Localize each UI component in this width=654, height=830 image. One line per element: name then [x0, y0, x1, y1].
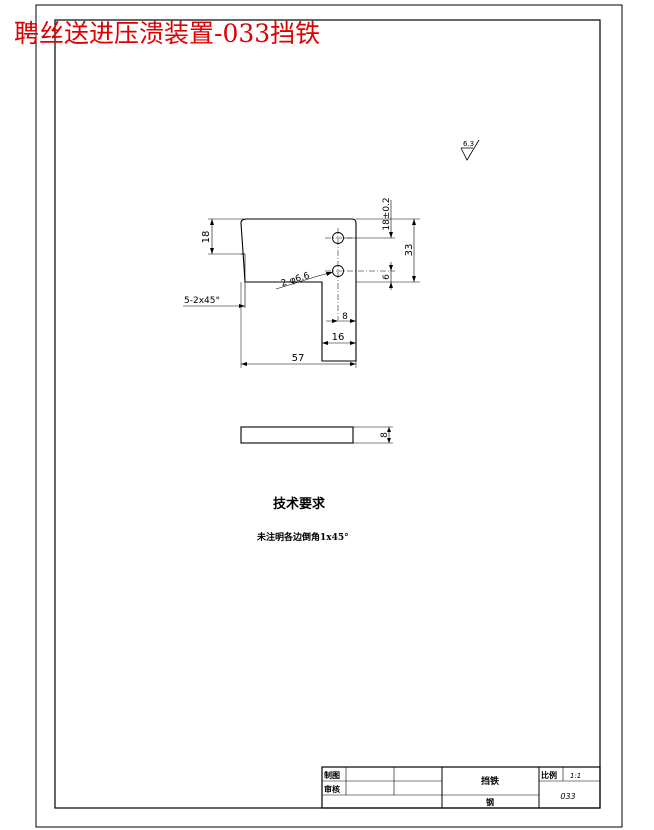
dim-hole-y-18: 18±0.2: [382, 197, 392, 230]
side-part-outline: [240, 426, 354, 444]
title-drawn-label: 制图: [324, 770, 340, 780]
title-scale-value: 1:1: [570, 772, 581, 780]
roughness-symbol: 6.3: [460, 139, 480, 161]
title-checked-label: 审核: [324, 784, 340, 794]
tech-req-note: 未注明各边倒角1x45°: [256, 531, 349, 543]
title-part-name: 挡铁: [481, 775, 499, 787]
dim-hole-edge-8: 8: [342, 312, 348, 322]
title-drawing-number: 033: [560, 792, 575, 801]
roughness-value: 6.3: [463, 140, 474, 148]
title-material: 钢: [486, 797, 494, 807]
sheet-inner-frame: [54, 19, 601, 809]
dim-thickness-8: 8: [380, 432, 390, 438]
dim-hole-x-16: 16: [332, 332, 345, 343]
sheet-outer-border: [35, 4, 623, 828]
title-block: [321, 766, 601, 809]
dim-bottom-6: 6: [382, 274, 392, 280]
dim-width-57: 57: [292, 353, 305, 364]
chamfer-callout: 5-2x45°: [184, 296, 220, 306]
dim-height-33: 33: [404, 244, 415, 257]
title-scale-label: 比例: [541, 770, 557, 780]
watermark-title: 聘丝送进压溃装置-033挡铁: [14, 19, 320, 48]
dim-left-height-18: 18: [201, 231, 212, 244]
front-view: [183, 200, 420, 368]
side-view: [240, 426, 393, 444]
tech-req-title: 技术要求: [273, 496, 326, 512]
hole-callout: 2-φ6.6: [280, 271, 311, 289]
